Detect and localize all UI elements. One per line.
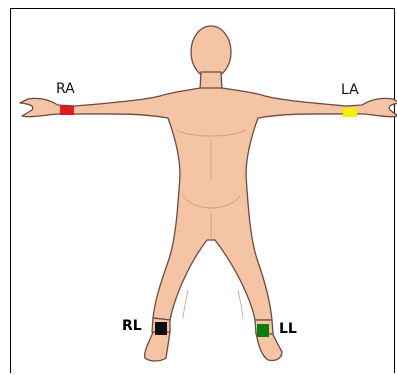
ll-electrode bbox=[257, 324, 269, 337]
ra-label: RA bbox=[56, 82, 75, 96]
la-label: LA bbox=[341, 83, 359, 97]
ll-label: LL bbox=[279, 322, 297, 336]
neck bbox=[200, 72, 222, 90]
torso-and-arms bbox=[20, 88, 397, 320]
ra-electrode bbox=[60, 106, 74, 115]
rl-electrode bbox=[155, 322, 167, 335]
rl-label: RL bbox=[122, 319, 142, 333]
head bbox=[191, 26, 231, 78]
la-electrode bbox=[343, 108, 357, 117]
